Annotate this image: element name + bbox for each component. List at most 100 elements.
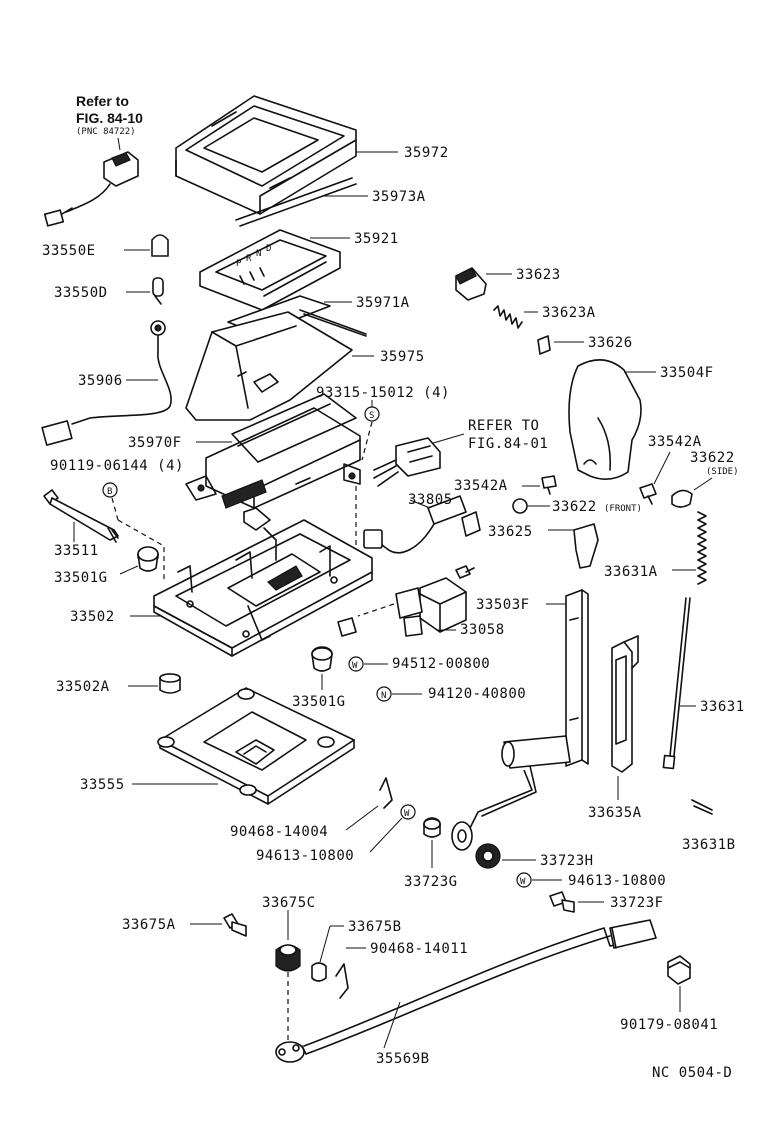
- housing-35970F[interactable]: [185, 393, 361, 531]
- rod-33631[interactable]: [662, 597, 691, 770]
- callout-33623A: 33623A: [542, 305, 596, 321]
- clip-90468-14004[interactable]: [379, 777, 393, 809]
- callout-33723H: 33723H: [540, 853, 594, 869]
- indicator-letter-r: R: [246, 254, 252, 264]
- screw-33542A-left[interactable]: [541, 475, 557, 495]
- seal-35973A[interactable]: [235, 177, 357, 227]
- base-plate-33502[interactable]: [153, 519, 373, 657]
- callout-33623: 33623: [516, 267, 561, 283]
- cap-33622-front[interactable]: [512, 498, 528, 514]
- label-front: (FRONT): [604, 504, 642, 514]
- boot-35975[interactable]: [185, 311, 353, 421]
- callout-33631: 33631: [700, 699, 745, 715]
- callout-33805: 33805: [408, 492, 453, 508]
- callout-35972: 35972: [404, 145, 449, 161]
- bushing-33501G-upper[interactable]: [137, 546, 159, 572]
- spring-33623A[interactable]: [493, 305, 523, 329]
- callout-33723F: 33723F: [610, 895, 664, 911]
- callout-90119: 90119-06144 (4): [50, 458, 184, 474]
- callout-93315: 93315-15012 (4): [316, 385, 450, 401]
- callout-35906: 35906: [78, 373, 123, 389]
- callout-33542A-right: 33542A: [648, 434, 702, 450]
- callout-94613-left: 94613-10800: [256, 848, 354, 864]
- cap-33622-side[interactable]: [671, 489, 693, 508]
- callout-33501G-upper: 33501G: [54, 570, 108, 586]
- callout-33555: 33555: [80, 777, 125, 793]
- callout-33675B: 33675B: [348, 919, 402, 935]
- refer-switch-line1: Refer to: [76, 93, 129, 109]
- bushing-33675C[interactable]: [275, 944, 301, 972]
- callout-33675A: 33675A: [122, 917, 176, 933]
- lever-33503F[interactable]: [451, 589, 589, 851]
- button-33623[interactable]: [455, 267, 487, 301]
- callout-35973A: 35973A: [372, 189, 426, 205]
- callout-33625: 33625: [488, 524, 533, 540]
- callout-33503F: 33503F: [476, 597, 530, 613]
- clip-33626[interactable]: [537, 335, 551, 355]
- bulb-33550D[interactable]: [152, 277, 164, 305]
- callout-35921: 35921: [354, 231, 399, 247]
- refer-switch-line2: FIG. 84-10: [76, 110, 143, 126]
- callout-33502: 33502: [70, 609, 115, 625]
- callout-33501G-lower: 33501G: [292, 694, 346, 710]
- bushing-33675B[interactable]: [311, 962, 327, 982]
- console-cover-35972[interactable]: [175, 95, 357, 215]
- small-screw[interactable]: [455, 565, 475, 579]
- nut-90179-08041[interactable]: [667, 955, 691, 985]
- callout-33511: 33511: [54, 543, 99, 559]
- callout-35975: 35975: [380, 349, 425, 365]
- bolt-33675A[interactable]: [223, 913, 247, 937]
- wire-35906[interactable]: [41, 320, 172, 446]
- callout-33675C: 33675C: [262, 895, 316, 911]
- callout-94512: 94512-00800: [392, 656, 490, 672]
- plate-33635A[interactable]: [611, 635, 639, 773]
- diagram-id: NC 0504-D: [652, 1065, 732, 1081]
- plate-33555[interactable]: [157, 687, 355, 805]
- screw-33542A-right[interactable]: [639, 483, 657, 505]
- callout-33502A: 33502A: [56, 679, 110, 695]
- plate-33625[interactable]: [573, 523, 599, 569]
- symbol-w1: W: [352, 661, 358, 671]
- label-side: (SIDE): [706, 467, 739, 477]
- callout-33631B: 33631B: [682, 837, 736, 853]
- callout-33622-side: 33622: [690, 450, 735, 466]
- indicator-letter-p: P: [236, 259, 242, 269]
- callout-33622-front: 33622: [552, 499, 597, 515]
- refer-switch-line3: (PNC 84722): [76, 127, 136, 137]
- cushion-33502A[interactable]: [159, 673, 181, 694]
- rod-35569B[interactable]: [275, 919, 657, 1063]
- solenoid-33058[interactable]: [337, 577, 467, 637]
- callout-35569B: 35569B: [376, 1051, 430, 1067]
- refer-harness-line1: REFER TO: [468, 418, 539, 434]
- callout-33626: 33626: [588, 335, 633, 351]
- clip-90468-14011[interactable]: [335, 963, 349, 999]
- nut-33723F[interactable]: [549, 891, 575, 913]
- indicator-plate-35921[interactable]: P R N D: [199, 229, 341, 311]
- callout-94120: 94120-40800: [428, 686, 526, 702]
- pin-33511[interactable]: [43, 489, 119, 543]
- shift-knob-33504F[interactable]: [568, 359, 642, 480]
- spring-33631A[interactable]: [697, 511, 707, 585]
- bushing-33723H[interactable]: [475, 843, 501, 869]
- harness-connector[interactable]: [373, 437, 441, 487]
- wire-33805[interactable]: [363, 495, 481, 554]
- callout-90468-14011: 90468-14011: [370, 941, 468, 957]
- pin-33631B[interactable]: [691, 799, 713, 815]
- callout-33550E: 33550E: [42, 243, 96, 259]
- callout-33635A: 33635A: [588, 805, 642, 821]
- callout-33723G: 33723G: [404, 874, 458, 890]
- callout-33550D: 33550D: [54, 285, 108, 301]
- bushing-33723G[interactable]: [423, 817, 441, 838]
- pattern-switch-part[interactable]: [43, 151, 139, 227]
- indicator-letter-d: D: [266, 244, 271, 254]
- callout-90179: 90179-08041: [620, 1017, 718, 1033]
- bulb-cap-33550E[interactable]: [151, 234, 169, 257]
- symbol-n: N: [381, 691, 386, 701]
- indicator-letter-n: N: [256, 249, 261, 259]
- bushing-33501G-lower[interactable]: [311, 646, 333, 672]
- callout-33631A: 33631A: [604, 564, 658, 580]
- symbol-w2: W: [404, 809, 410, 819]
- symbol-w3: W: [520, 877, 526, 887]
- callout-35971A: 35971A: [356, 295, 410, 311]
